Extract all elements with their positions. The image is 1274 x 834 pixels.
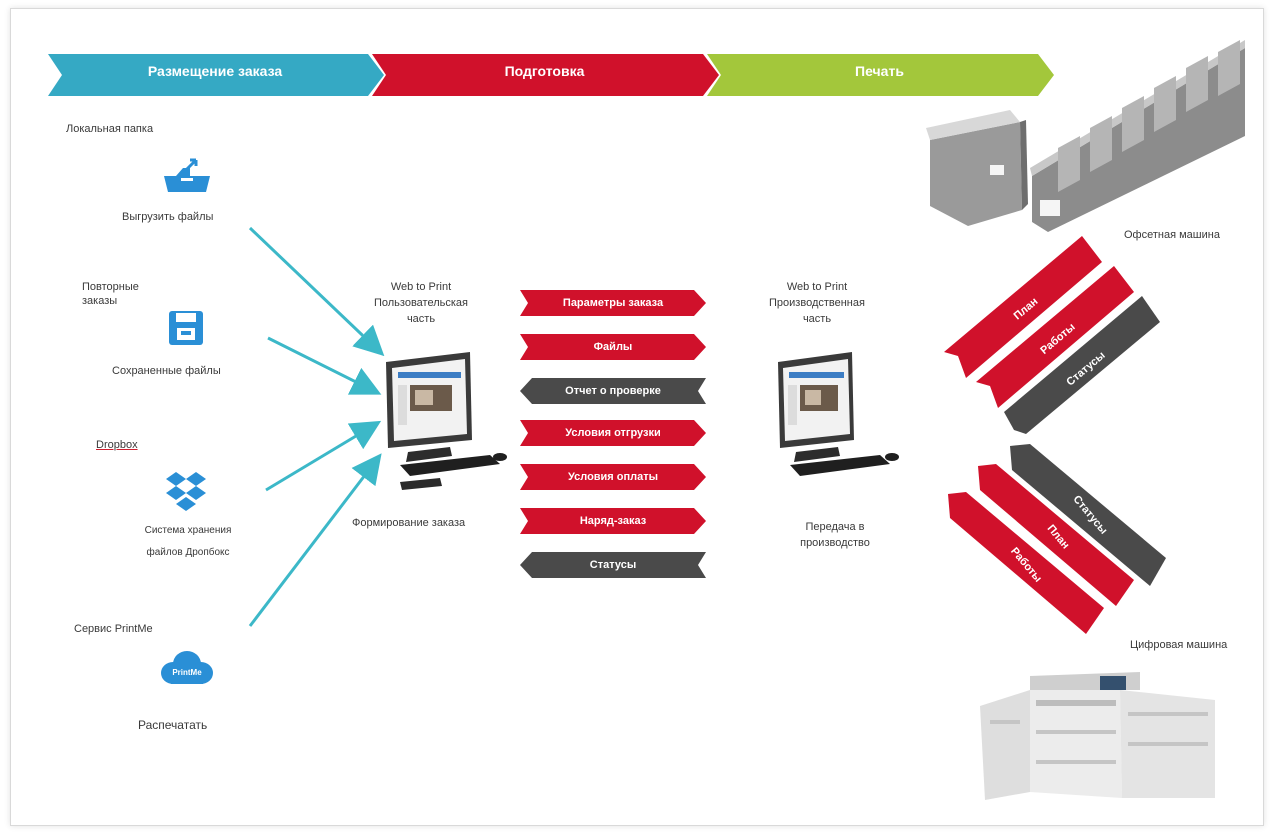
phase-chevron-order — [48, 54, 384, 96]
upload-icon — [164, 158, 210, 192]
data-arrows-group — [520, 290, 706, 578]
data-arrow-5 — [520, 508, 706, 534]
offset-press-icon — [926, 40, 1245, 232]
arrow-label-shipping: Условия отгрузки — [565, 427, 661, 439]
arrow-label-order-params: Параметры заказа — [562, 297, 664, 309]
repeat-orders-label: Повторные заказы — [82, 281, 139, 307]
offset-arrow-plan — [944, 236, 1102, 378]
printme-service-label: Сервис PrintMe — [74, 623, 153, 635]
offset-arrow-status — [1004, 296, 1160, 434]
digital-machine-label: Цифровая машина — [1130, 639, 1228, 651]
dropbox-desc-line2: файлов Дропбокс — [146, 547, 230, 558]
backend-title-line3: часть — [802, 313, 832, 325]
dropbox-desc-line1: Система хранения — [144, 525, 232, 536]
flow-arrow-saved — [267, 336, 382, 395]
dropbox-label: Dropbox — [96, 439, 138, 451]
data-arrow-6 — [520, 552, 706, 578]
backend-caption-line1: Передача в — [805, 521, 865, 533]
upload-files-label: Выгрузить файлы — [122, 211, 214, 223]
data-arrow-3 — [520, 420, 706, 446]
flow-arrow-upload — [248, 226, 385, 357]
flow-arrow-printme — [248, 453, 382, 627]
frontend-title-line3: часть — [406, 313, 436, 325]
phase-chevron-prep — [372, 54, 719, 96]
data-arrow-0 — [520, 290, 706, 316]
data-arrow-4 — [520, 464, 706, 490]
offset-machine-label: Офсетная машина — [1124, 229, 1220, 241]
arrow-label-files: Файлы — [593, 341, 633, 353]
printme-cloud-text: PrintMe — [172, 668, 202, 677]
local-folder-label: Локальная папка — [66, 123, 154, 135]
printme-cloud-icon — [161, 651, 213, 684]
saved-files-icon — [169, 311, 203, 345]
phase-chevron-print — [707, 54, 1054, 96]
arrow-label-statuses: Статусы — [589, 559, 637, 571]
digital-arrow-work — [948, 492, 1104, 634]
flow-arrow-dropbox — [265, 420, 382, 492]
arrow-label-work-order: Наряд-заказ — [579, 515, 647, 527]
data-arrow-2 — [520, 378, 706, 404]
digital-press-icon — [980, 672, 1215, 800]
digital-arrow-status — [1010, 444, 1166, 586]
backend-computer-icon — [778, 352, 899, 476]
frontend-title-line1: Web to Print — [390, 281, 452, 293]
digital-arrow-plan — [978, 464, 1134, 606]
saved-files-label: Сохраненные файлы — [112, 365, 221, 377]
phase-label-print: Печать — [855, 63, 904, 79]
print-label: Распечатать — [138, 718, 208, 732]
offset-arrow-work — [976, 266, 1134, 408]
phase-label-order: Размещение заказа — [147, 63, 283, 79]
frontend-computer-icon — [386, 352, 507, 490]
frontend-caption: Формирование заказа — [352, 517, 466, 529]
data-arrow-1 — [520, 334, 706, 360]
arrow-label-check-report: Отчет о проверке — [565, 385, 661, 397]
frontend-title-line2: Пользовательская — [373, 297, 468, 309]
backend-title-line1: Web to Print — [786, 281, 848, 293]
dropbox-icon — [166, 472, 206, 511]
backend-caption-line2: производство — [800, 537, 870, 549]
offset-flow-arrows — [944, 236, 1160, 434]
digital-flow-arrows — [948, 444, 1166, 634]
arrow-label-payment: Условия оплаты — [567, 471, 659, 483]
backend-title-line2: Производственная — [769, 297, 865, 309]
phase-label-prep: Подготовка — [504, 63, 585, 79]
